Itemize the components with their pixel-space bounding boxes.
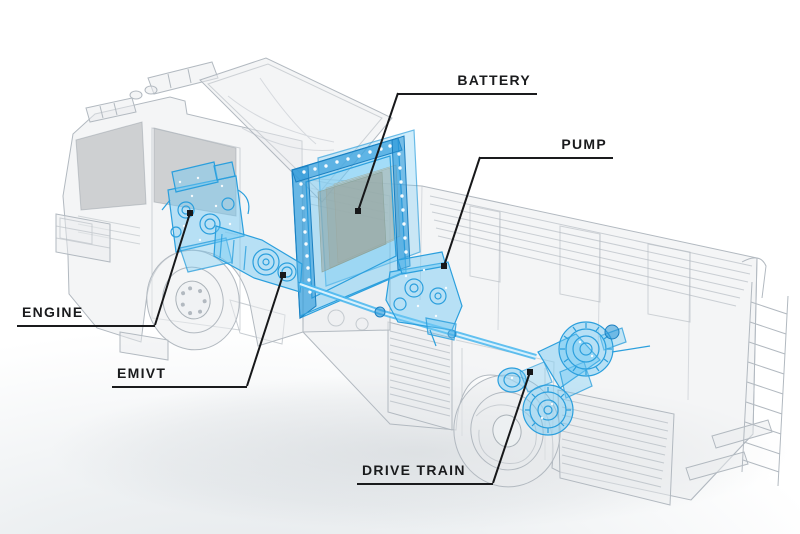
callout-engine-label: ENGINE xyxy=(22,304,84,320)
air-horn xyxy=(129,90,143,100)
callout-pump-label: PUMP xyxy=(561,136,607,152)
truck-ghost-body xyxy=(55,57,789,506)
windshield xyxy=(75,121,147,211)
leader-dot-emivt xyxy=(280,272,286,278)
driveshaft-highlight xyxy=(299,281,537,360)
leader-battery xyxy=(357,92,399,212)
leader-drive-train xyxy=(492,371,531,484)
cab-door xyxy=(151,127,241,331)
callout-drive-train-label: DRIVE TRAIN xyxy=(362,462,466,478)
leader-dot-pump xyxy=(441,263,447,269)
light-bar-front xyxy=(85,97,137,123)
leader-lines xyxy=(154,92,533,484)
callout-emivt-label: EMIVT xyxy=(117,365,167,381)
leader-pump xyxy=(443,156,481,267)
callout-engine: ENGINE xyxy=(17,304,155,327)
callout-battery-label: BATTERY xyxy=(457,72,531,88)
leader-dot-drive-train xyxy=(527,369,533,375)
pump-highlight xyxy=(385,251,463,347)
rear-wheel xyxy=(453,374,561,488)
engine-highlight xyxy=(161,161,250,273)
front-bumper xyxy=(55,213,111,263)
rear-step-upper xyxy=(711,419,773,449)
callout-emivt: EMIVT xyxy=(112,365,247,388)
battery-highlight xyxy=(291,129,421,319)
rear-ladder xyxy=(741,257,789,487)
leader-dot-battery xyxy=(355,208,361,214)
leader-dot-engine xyxy=(187,210,193,216)
leader-engine xyxy=(154,212,191,326)
callout-battery: BATTERY xyxy=(398,72,537,95)
callout-pump: PUMP xyxy=(480,136,613,159)
callout-drive-train: DRIVE TRAIN xyxy=(357,462,493,485)
cab-step xyxy=(119,331,169,361)
leader-emivt xyxy=(246,274,284,387)
rear-step-lower xyxy=(685,451,749,481)
drive-train-highlight xyxy=(497,321,651,436)
air-horn-2 xyxy=(144,85,158,95)
compartment-shutter-rear xyxy=(557,389,675,506)
